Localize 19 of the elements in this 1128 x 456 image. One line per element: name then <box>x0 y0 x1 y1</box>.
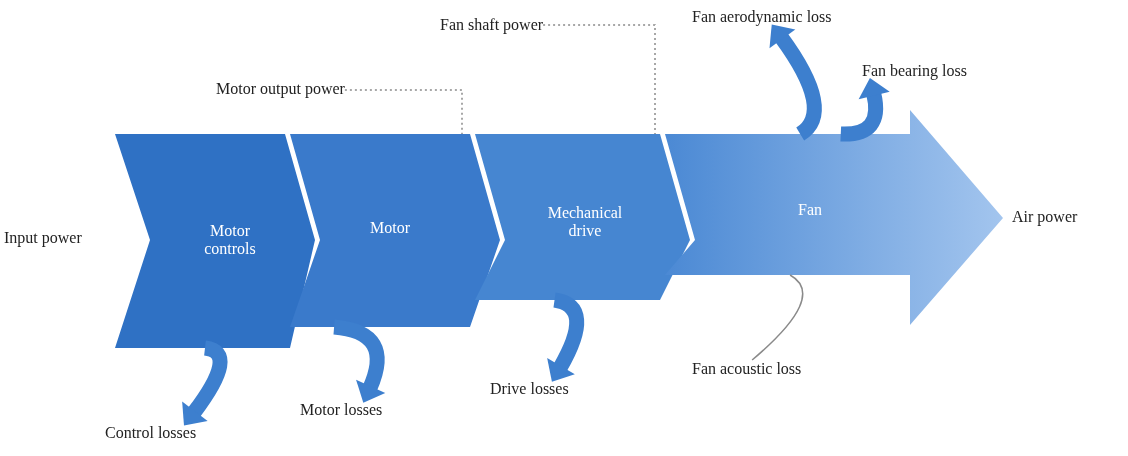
loss-label: Motor losses <box>300 401 383 419</box>
loss-label: Drive losses <box>490 380 569 398</box>
stage-label: Motor controls <box>203 221 257 259</box>
loss-label: Control losses <box>105 424 197 442</box>
loss-arrow <box>840 77 890 142</box>
stage-label: Fan <box>797 200 823 220</box>
stage-label: Mechanical drive <box>546 203 624 241</box>
loss-label: Fan bearing loss <box>862 62 967 80</box>
curved-leader-line <box>751 274 804 361</box>
loss-label: Fan aerodynamic loss <box>692 8 832 26</box>
loss-label: Fan acoustic loss <box>692 360 802 378</box>
stage-label: Motor <box>369 218 411 238</box>
annotation-label: Fan shaft power <box>440 16 544 34</box>
leader-line <box>344 89 463 135</box>
flow-label: Air power <box>1012 208 1078 226</box>
flow-label: Input power <box>4 229 82 247</box>
leader-line <box>542 24 656 135</box>
loss-arrow <box>769 24 822 140</box>
annotation-label: Motor output power <box>216 80 345 98</box>
